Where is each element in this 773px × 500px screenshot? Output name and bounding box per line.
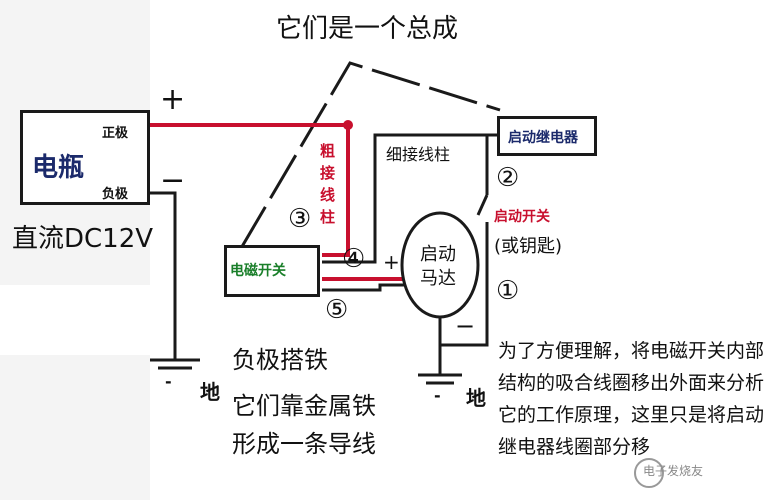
motor-plus-sign: + <box>383 250 400 274</box>
marker-5: ⑤ <box>325 295 349 325</box>
battery-spec: 直流DC12V <box>12 224 154 254</box>
thick-post-char-3: 柱 <box>320 208 336 226</box>
switch-sublabel: (或钥匙) <box>494 236 563 257</box>
marker-2: ② <box>496 163 520 193</box>
battery-negative-wire <box>150 191 177 360</box>
left-lower-background <box>0 355 150 500</box>
motor-label-line2: 马达 <box>420 268 456 289</box>
left-white-band <box>0 285 150 355</box>
battery-label: 电瓶 <box>32 153 85 183</box>
marker-4: ④ <box>342 244 366 274</box>
explain-line-3: 形成一条导线 <box>232 430 376 458</box>
diagram-title: 它们是一个总成 <box>276 14 459 44</box>
motor-label-line1: 启动 <box>420 244 456 265</box>
watermark-logo-icon <box>634 458 664 488</box>
watermark-text: 电子发烧友 <box>643 464 704 478</box>
thick-post-char-1: 接 <box>320 164 336 182</box>
battery-plus-sign: + <box>160 82 186 117</box>
marker-1: ① <box>496 276 520 306</box>
thin-post-label: 细接线柱 <box>386 145 451 164</box>
relay-control-wire <box>322 133 497 264</box>
ground-left-label: 地 <box>200 380 220 404</box>
relay-box <box>497 116 597 156</box>
ground-right-label: 地 <box>466 386 486 410</box>
battery-minus-sign: − <box>160 163 186 198</box>
thick-post-char-0: 粗 <box>320 142 336 160</box>
solenoid-motor-wire <box>322 283 405 292</box>
assembly-dashed-outline <box>238 61 501 251</box>
explain-line-1: 负极搭铁 <box>232 346 328 374</box>
explanation-note: 为了方便理解，将电磁开关内部结构的吸合线圈移出外面来分析它的工作原理，这里只是将… <box>498 340 765 458</box>
switch-bottom-wire <box>440 222 489 347</box>
solenoid-box <box>224 245 320 297</box>
battery-positive-terminal: 正极 <box>102 126 129 141</box>
battery-negative-terminal: 负极 <box>102 187 129 202</box>
solenoid-label: 电磁开关 <box>230 263 286 279</box>
ground-right-minus: - <box>434 386 441 405</box>
battery-box <box>20 110 150 205</box>
motor-minus-sign: − <box>455 312 476 340</box>
marker-3: ③ <box>288 204 312 234</box>
red-junction-dot <box>343 120 353 130</box>
relay-label: 启动继电器 <box>508 130 578 146</box>
switch-blade <box>476 194 489 216</box>
switch-label: 启动开关 <box>494 209 550 225</box>
explain-line-2: 它们靠金属铁 <box>232 392 376 420</box>
thick-post-char-2: 线 <box>320 186 336 204</box>
ground-left-minus: - <box>165 372 172 391</box>
red-main-wire <box>150 123 350 257</box>
